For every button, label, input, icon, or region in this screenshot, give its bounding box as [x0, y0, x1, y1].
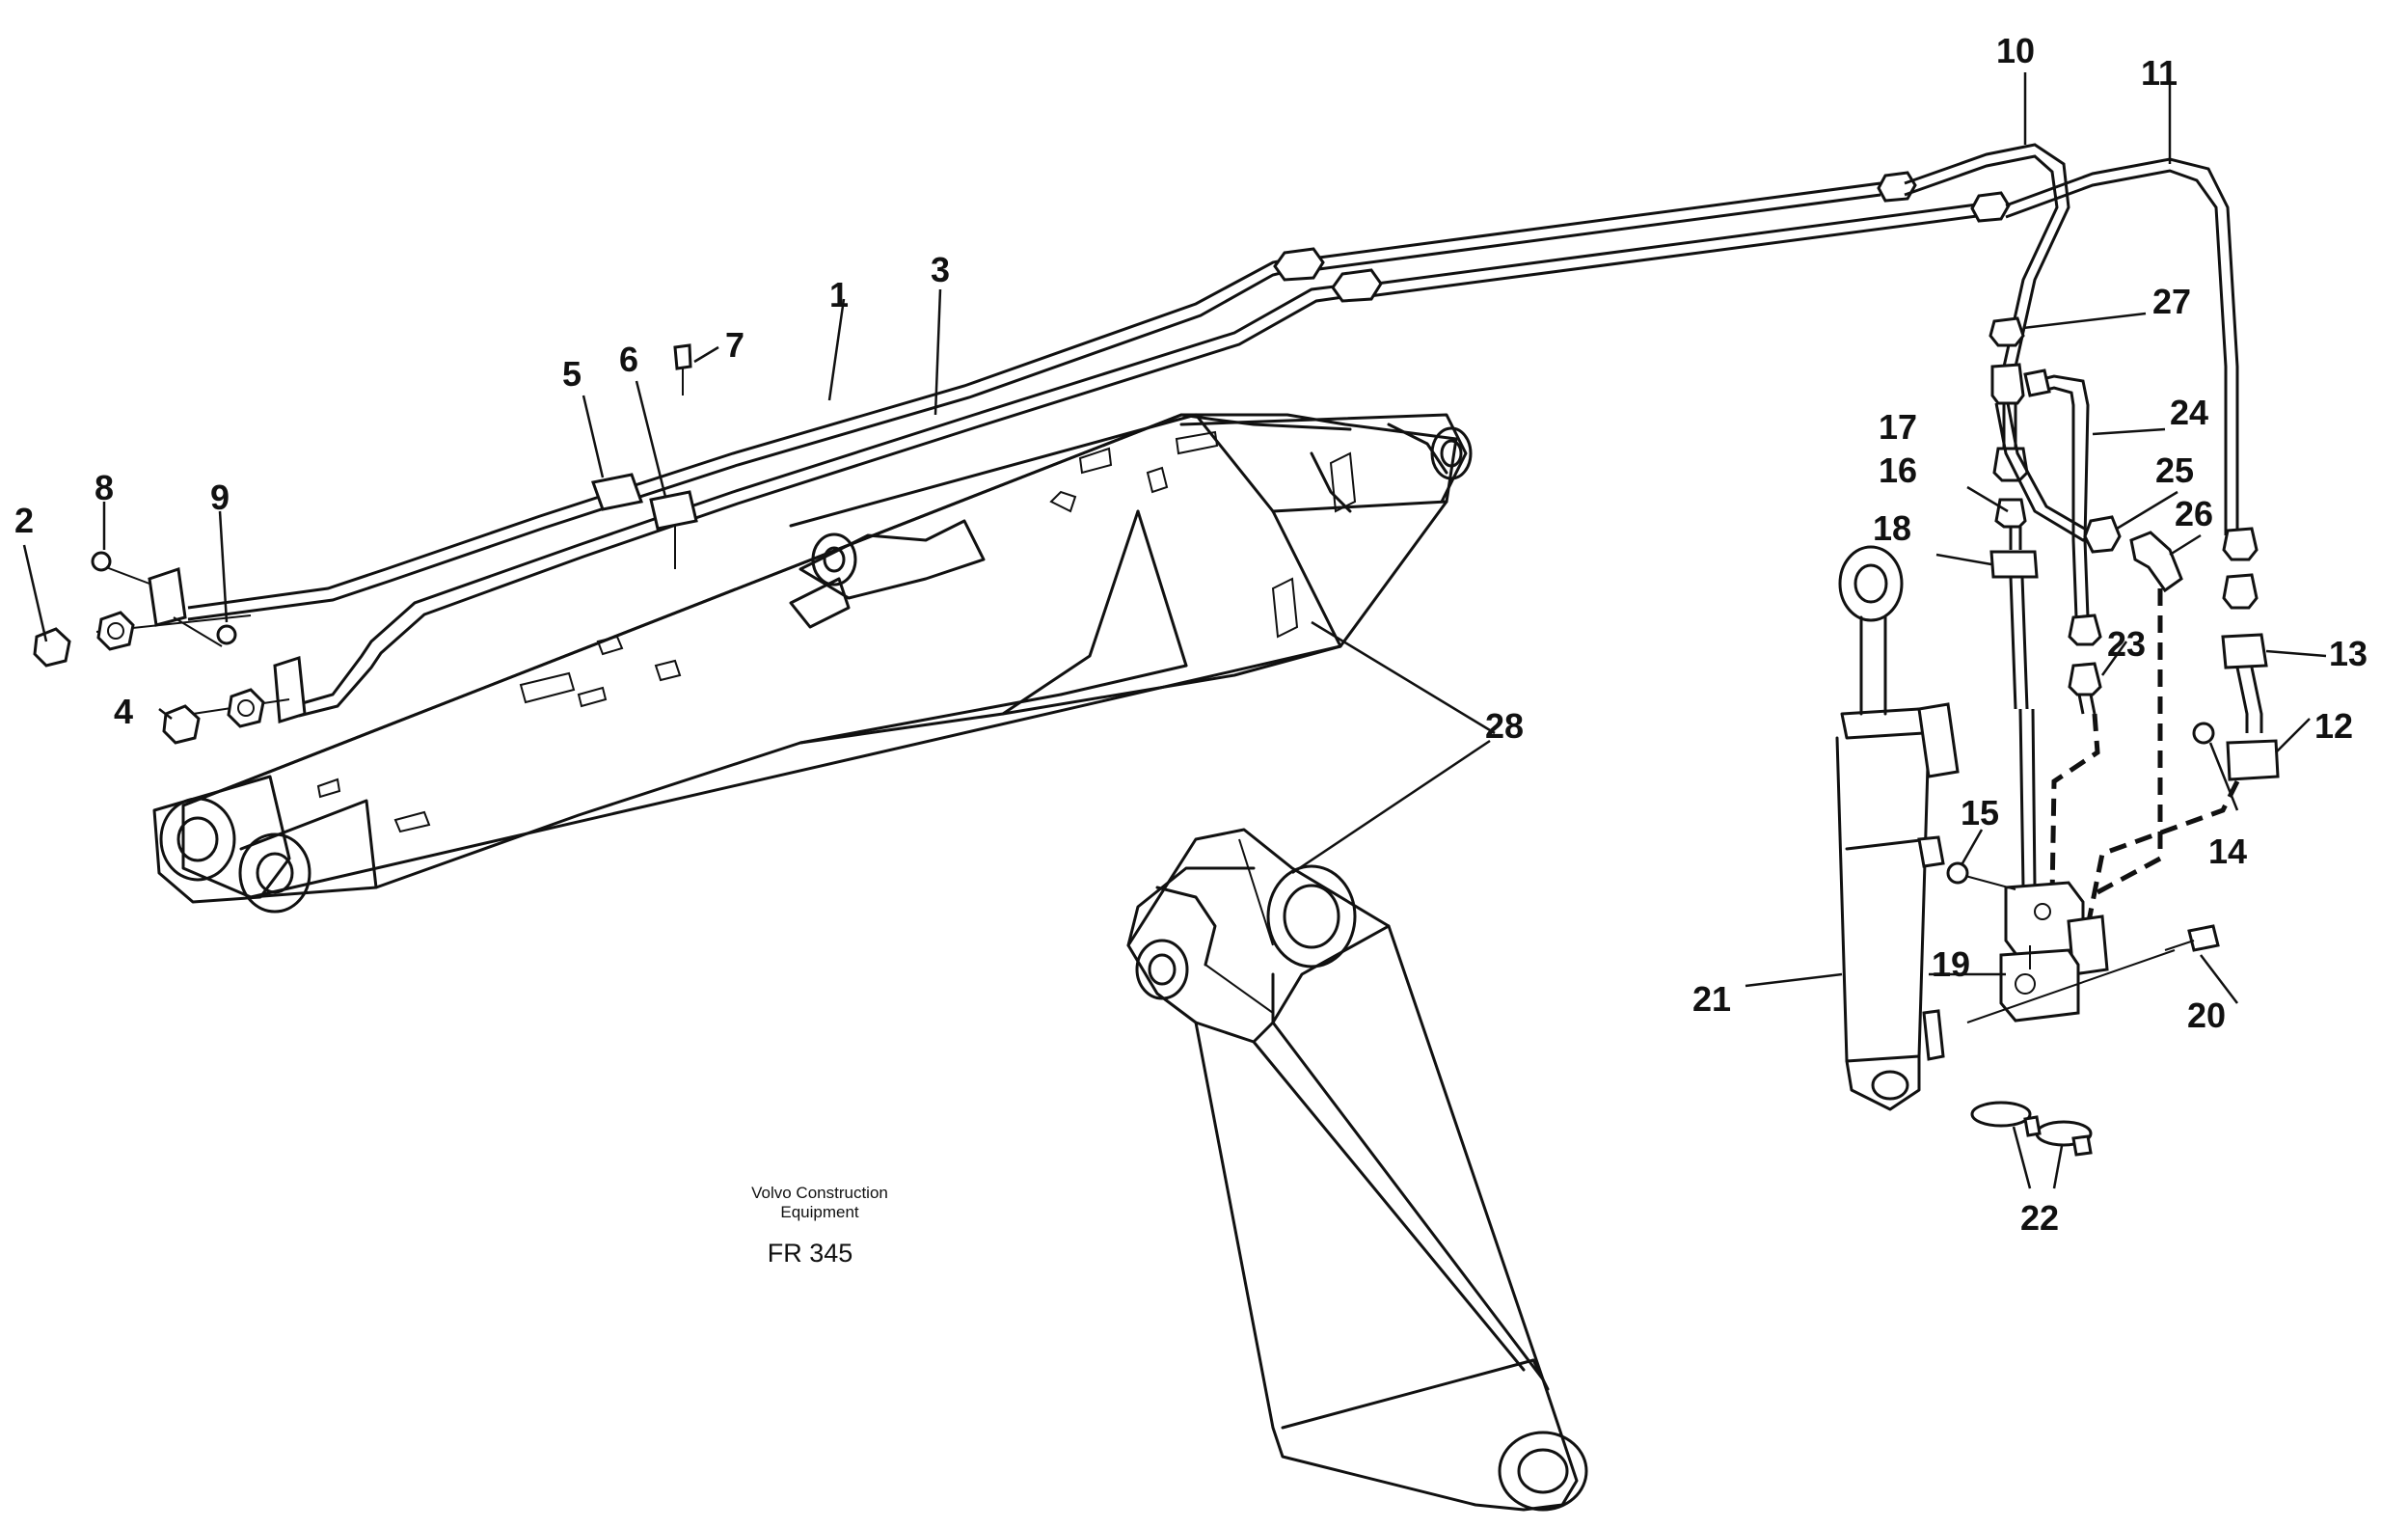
hose-clamps — [1970, 1101, 2093, 1157]
callout-19: 19 — [1932, 944, 1970, 984]
callout-labels: 1 2 3 4 5 6 7 8 9 10 11 12 13 14 15 16 1… — [14, 31, 2367, 1238]
callout-4: 4 — [114, 692, 133, 731]
figure-caption: Volvo Construction Equipment FR 345 — [751, 1184, 888, 1268]
callout-18: 18 — [1873, 508, 1911, 548]
clamps — [33, 343, 698, 745]
callout-22: 22 — [2020, 1198, 2059, 1238]
callout-10: 10 — [1996, 31, 2035, 70]
callout-21: 21 — [1692, 979, 1731, 1019]
callout-26: 26 — [2175, 494, 2213, 533]
callout-17: 17 — [1879, 407, 1917, 447]
callout-6: 6 — [619, 340, 638, 379]
hose-system — [1904, 143, 2280, 966]
callout-15: 15 — [1961, 793, 1999, 832]
callout-12: 12 — [2314, 706, 2353, 746]
caption-company-line2: Equipment — [780, 1203, 859, 1221]
callout-3: 3 — [931, 250, 950, 289]
cylinder — [1835, 545, 1960, 1111]
callout-23: 23 — [2107, 624, 2146, 664]
callout-7: 7 — [725, 325, 744, 365]
callout-9: 9 — [210, 478, 230, 517]
callout-25: 25 — [2155, 450, 2194, 490]
callout-1: 1 — [829, 275, 849, 314]
callout-13: 13 — [2329, 634, 2367, 673]
callout-28: 28 — [1485, 706, 1524, 746]
boom — [152, 413, 1473, 914]
callout-8: 8 — [95, 468, 114, 507]
callout-20: 20 — [2187, 996, 2226, 1035]
caption-company-line1: Volvo Construction — [751, 1184, 888, 1202]
caption-figure-code: FR 345 — [768, 1239, 853, 1268]
arm — [1126, 828, 1588, 1512]
tube-set — [187, 181, 1978, 718]
callout-14: 14 — [2208, 832, 2247, 871]
valve-block — [1946, 861, 2220, 1023]
callout-16: 16 — [1879, 450, 1917, 490]
tube-fittings — [1273, 171, 2011, 303]
callout-11: 11 — [2141, 53, 2178, 93]
callout-27: 27 — [2152, 282, 2191, 321]
callout-24: 24 — [2170, 393, 2208, 432]
callout-2: 2 — [14, 501, 34, 540]
callout-5: 5 — [562, 354, 582, 394]
leader-lines — [22, 72, 2327, 1189]
